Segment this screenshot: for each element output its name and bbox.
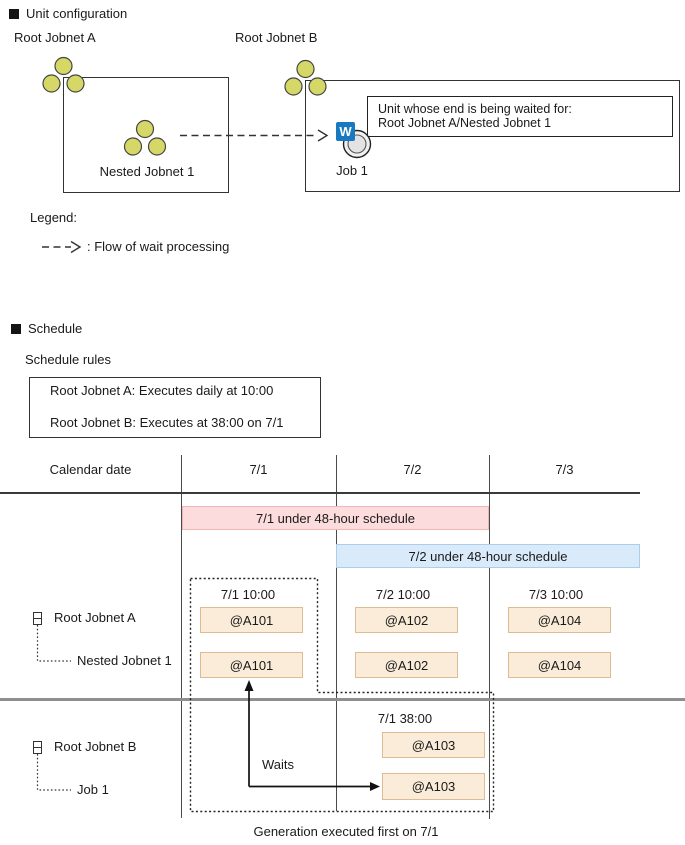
wait-target-callout: Unit whose end is being waited for: Root… <box>367 96 673 137</box>
row-label-root-jobnet-b: Root Jobnet B <box>54 739 137 754</box>
row-label-root-jobnet-a: Root Jobnet A <box>54 610 136 625</box>
unit-icon-bar <box>34 747 41 748</box>
generation-a101-root: @A101 <box>200 607 303 633</box>
schedule-rule-b: Root Jobnet B: Executes at 38:00 on 7/1 <box>50 415 284 430</box>
generation-a103-root: @A103 <box>382 732 485 758</box>
root-jobnet-a-title: Root Jobnet A <box>14 30 96 45</box>
generation-a102-nested: @A102 <box>355 652 458 678</box>
column-line-3 <box>489 455 491 819</box>
header-rule <box>0 492 640 494</box>
time-label-7-1-1000: 7/1 10:00 <box>220 587 276 602</box>
root-jobnet-b-title: Root Jobnet B <box>235 30 318 45</box>
legend-flow-arrow-icon <box>42 240 82 254</box>
wait-badge-icon: W <box>336 122 355 141</box>
unit-icon-root-jobnet-a <box>33 612 42 625</box>
generation-a102-root: @A102 <box>355 607 458 633</box>
tree-connector-jobnet-a <box>36 625 71 662</box>
date-header-7-2: 7/2 <box>403 462 422 477</box>
waits-arrow <box>244 680 380 791</box>
tree-connector-jobnet-b <box>36 754 71 791</box>
column-line-1 <box>181 455 183 818</box>
nested-jobnet-label: Nested Jobnet 1 <box>99 164 195 179</box>
legend-title: Legend: <box>30 210 77 225</box>
callout-line-1: Unit whose end is being waited for: <box>378 102 572 116</box>
calendar-date-header: Calendar date <box>49 462 132 477</box>
generation-a101-nested: @A101 <box>200 652 303 678</box>
date-header-7-3: 7/3 <box>555 462 574 477</box>
schedule-title: Schedule <box>28 321 83 336</box>
generation-a103-job: @A103 <box>382 773 485 800</box>
row-separator <box>0 698 685 701</box>
schedule-rules-title: Schedule rules <box>25 352 111 367</box>
row-label-nested-jobnet-1: Nested Jobnet 1 <box>77 653 172 668</box>
unit-icon-root-jobnet-b <box>33 741 42 754</box>
section-marker-square-2 <box>11 324 21 334</box>
unit-configuration-title: Unit configuration <box>26 6 128 21</box>
unit-icon-bar <box>34 618 41 619</box>
waits-label: Waits <box>261 757 295 772</box>
time-label-7-2-1000: 7/2 10:00 <box>375 587 431 602</box>
generation-a104-nested: @A104 <box>508 652 611 678</box>
time-label-7-1-3800: 7/1 38:00 <box>377 711 433 726</box>
schedule-rules-box <box>29 377 321 438</box>
schedule-rule-a: Root Jobnet A: Executes daily at 10:00 <box>50 383 274 398</box>
job-1-label: Job 1 <box>336 163 368 178</box>
legend-flow-label: : Flow of wait processing <box>87 239 230 254</box>
date-header-7-1: 7/1 <box>249 462 268 477</box>
band-7-2-48-hour: 7/2 under 48-hour schedule <box>336 544 640 568</box>
band-7-1-48-hour: 7/1 under 48-hour schedule <box>182 506 489 530</box>
time-label-7-3-1000: 7/3 10:00 <box>528 587 584 602</box>
row-label-job-1: Job 1 <box>77 782 109 797</box>
section-marker-square <box>9 9 19 19</box>
generation-caption: Generation executed first on 7/1 <box>253 824 439 839</box>
generation-a104-root: @A104 <box>508 607 611 633</box>
callout-line-2: Root Jobnet A/Nested Jobnet 1 <box>378 115 552 130</box>
